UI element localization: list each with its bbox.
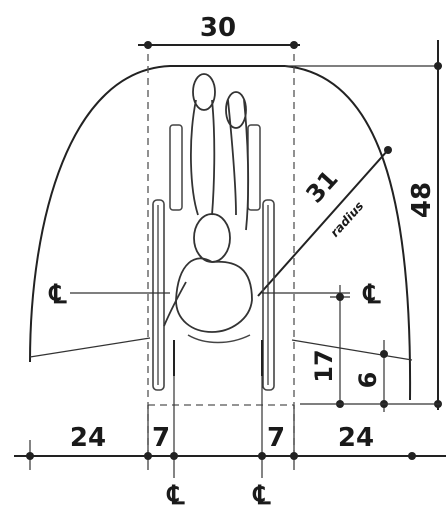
toe-tick-top (380, 350, 388, 358)
knee-tick-top (336, 293, 344, 301)
bottom-right-centerline: ℄ (253, 481, 272, 511)
left-footrest (169, 124, 183, 211)
right-centerline-symbol: ℄ (363, 280, 382, 310)
floor-dot-f (408, 452, 416, 460)
top-width-label: 30 (200, 13, 236, 43)
floor-dot-d (258, 452, 266, 460)
right-clearance-label: 24 (338, 423, 374, 453)
radius-word: radius (328, 199, 367, 240)
left-leg (190, 99, 216, 216)
bottom-left-centerline: ℄ (167, 481, 186, 511)
right-wheel (262, 199, 275, 391)
top-dim-tick-right (290, 41, 298, 49)
left-centerline-symbol: ℄ (49, 280, 68, 310)
right-knee-line (291, 339, 413, 361)
floor-dot-c (170, 452, 178, 460)
seat-back-arc (187, 334, 251, 344)
left-clearance-label: 24 (70, 423, 106, 453)
left-foot (192, 73, 216, 111)
left-wheel (152, 199, 165, 391)
right-footrest (247, 124, 261, 211)
user-head (193, 213, 231, 263)
top-dim-tick-left (144, 41, 152, 49)
height-label: 48 (407, 182, 437, 218)
radius-value: 31 (300, 165, 343, 209)
left-knee-line (29, 337, 151, 358)
floor-dot-a (26, 452, 34, 460)
toe-height-label: 6 (354, 372, 382, 389)
radius-line (257, 149, 389, 297)
user-torso (175, 257, 253, 333)
right-offset-label: 7 (267, 423, 285, 453)
right-foot (225, 91, 247, 129)
height-tick-top (434, 62, 442, 70)
user-arm (163, 281, 187, 327)
knee-height-label: 17 (310, 349, 338, 382)
left-offset-label: 7 (152, 423, 170, 453)
floor-dot-e (290, 452, 298, 460)
radius-end-dot (384, 146, 392, 154)
floor-dot-b (144, 452, 152, 460)
